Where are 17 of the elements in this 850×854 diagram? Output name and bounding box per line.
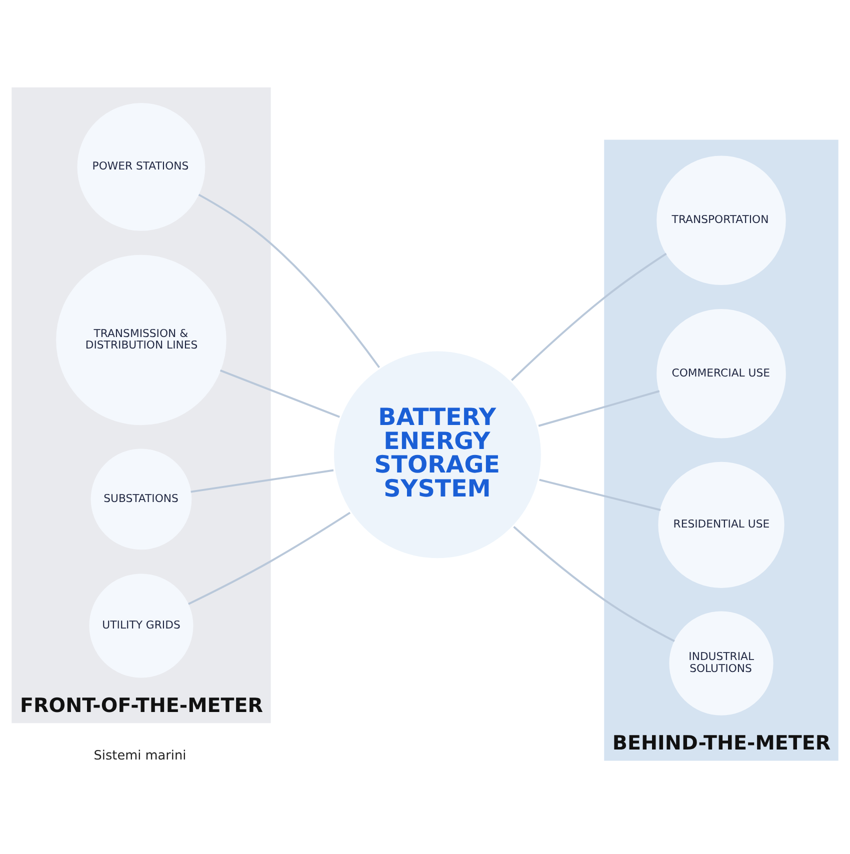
node-circle: POWER STATIONS <box>77 103 206 231</box>
connector <box>538 390 660 427</box>
node-circle: UTILITY GRIDS <box>89 574 194 678</box>
node-circle: COMMERCIAL USE <box>656 308 786 438</box>
connector <box>198 194 380 368</box>
node-circle: TRANSPORTATION <box>656 156 786 285</box>
connector <box>220 370 340 418</box>
connector <box>513 526 675 642</box>
label: Sistemi marini <box>94 748 186 764</box>
connector <box>539 478 661 511</box>
node-circle: RESIDENTIAL USE <box>658 462 784 588</box>
connector <box>511 252 667 381</box>
node-circle: TRANSMISSION & DISTRIBUTION LINES <box>56 254 226 426</box>
connector <box>190 469 334 493</box>
node-circle: INDUSTRIAL SOLUTIONS <box>669 611 774 716</box>
connector <box>188 512 351 605</box>
node-circle: SUBSTATIONS <box>90 448 192 550</box>
